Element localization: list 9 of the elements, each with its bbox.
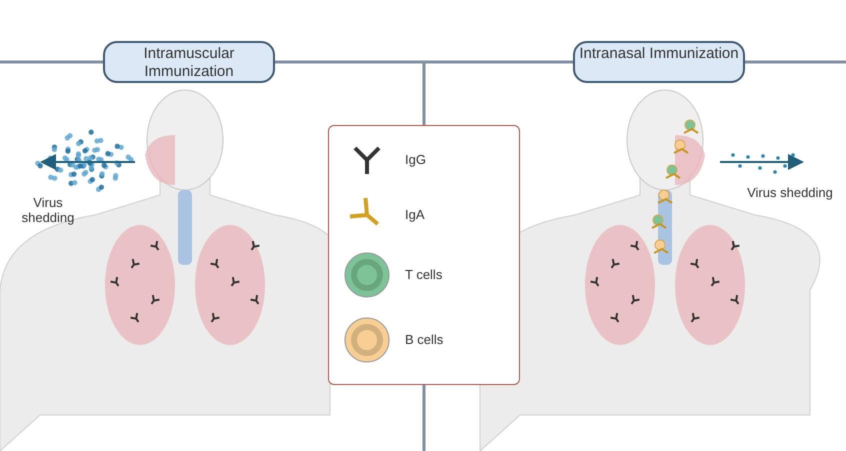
legend-label: IgG [405, 152, 426, 167]
heading-box: Intramuscular Immunization [103, 41, 275, 83]
heading-box: Intranasal Immunization [573, 41, 745, 83]
connector-line [275, 60, 573, 64]
legend-label: T cells [405, 267, 442, 282]
caption-label: Virus shedding [746, 185, 834, 200]
legend-label: B cells [405, 332, 444, 347]
legend-label: IgA [405, 207, 425, 222]
caption-label: Virus shedding [20, 195, 76, 225]
